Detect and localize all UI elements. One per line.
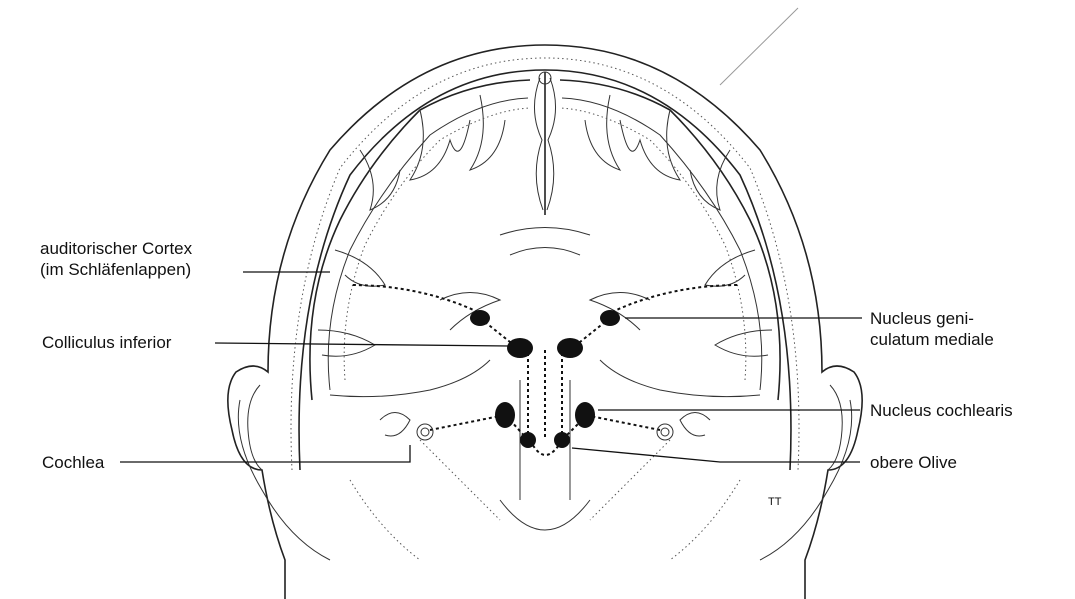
cochlear-nucleus-right xyxy=(575,402,595,428)
artist-mark: TT xyxy=(768,492,781,513)
leader-lines xyxy=(120,272,862,462)
leader-colliculus xyxy=(215,343,510,346)
cochlear-nucleus-left xyxy=(495,402,515,428)
label-cochlea: Cochlea xyxy=(42,452,104,473)
label-auditory-cortex: auditorischer Cortex (im Schläfenlappen) xyxy=(40,238,192,280)
label-nucleus-cochlearis: Nucleus cochlearis xyxy=(870,400,1013,421)
left-hemisphere-gyri xyxy=(310,80,530,400)
label-colliculus-inferior: Colliculus inferior xyxy=(42,332,171,353)
colliculus-right xyxy=(557,338,583,358)
leader-olive xyxy=(572,448,860,462)
right-hemisphere-gyri xyxy=(560,80,780,400)
pencil-arrow xyxy=(720,8,798,85)
label-obere-olive: obere Olive xyxy=(870,452,957,473)
nuclei xyxy=(470,310,620,448)
olive-right xyxy=(554,432,570,448)
midline-fissure xyxy=(534,72,555,215)
geniculate-left xyxy=(470,310,490,326)
geniculate-right xyxy=(600,310,620,326)
label-nucleus-geniculatum: Nucleus geni- culatum mediale xyxy=(870,308,994,350)
colliculus-left xyxy=(507,338,533,358)
leader-cochlea xyxy=(120,445,410,462)
auditory-pathway xyxy=(350,285,740,455)
olive-left xyxy=(520,432,536,448)
